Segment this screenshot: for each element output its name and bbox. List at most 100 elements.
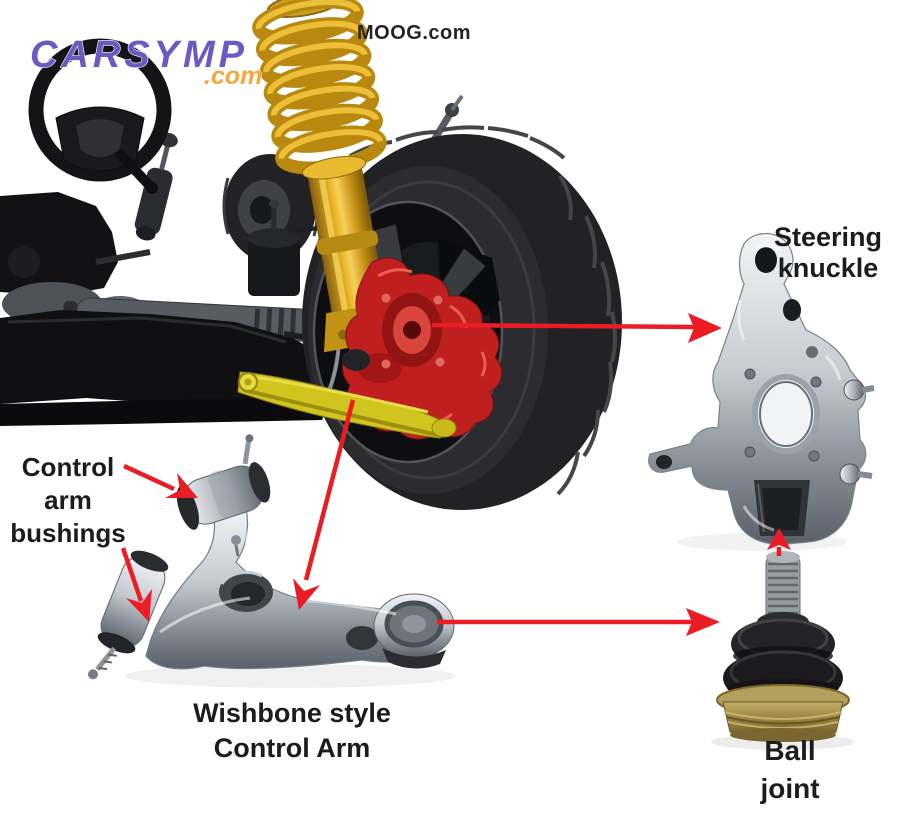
boss-under-slot [382,648,446,669]
label-line: Ball [764,735,816,766]
hub-center [403,321,421,339]
hub-bolt [744,446,756,458]
side-bolt-stud [857,471,873,479]
ball-joint-label: Ball joint [731,732,849,808]
arrow-line [431,322,695,330]
side-bolt [843,379,865,401]
label-line: knuckle [777,253,879,283]
control-arm-glint [247,374,429,414]
arrow-head [767,528,791,550]
wishbone-control-arm-part [88,434,455,688]
rack-boot-ridges [253,307,297,341]
bushing-stud [242,441,251,465]
knuckle-red-highlights [377,268,487,424]
base-rings-light [723,711,843,729]
control-arm-bottom-shade [243,388,443,438]
stud-threads [98,653,117,671]
lower-socket-inner [762,488,802,530]
rim-lip [312,200,504,464]
lug-stud [435,357,445,367]
label-line: Control [21,452,115,482]
top-bolt [806,346,818,358]
watermark-moog: MOOG.com [357,22,471,44]
wishbone-highlights [159,521,397,634]
engine-bay-mass [0,192,118,296]
engine-mount-cap [248,228,300,248]
lug-stud [381,359,391,369]
wishbone-control-arm-label: Wishbone style Control Arm [148,696,436,766]
logo-suffix: .com [204,62,262,90]
steering-column [114,148,154,190]
arm-outer-tip [431,418,457,438]
lower-control-arm-highlight-yellow [237,371,457,439]
arrow-arm-to-wishbone [293,399,356,610]
steering-knuckle-highlight-red [342,257,503,440]
ball-joint-part [711,551,855,750]
hub-bolt [810,376,822,388]
base-ring-dark [725,716,841,725]
bolt-detail [8,246,40,278]
hub-bolt [744,368,756,380]
control-arm-yellow-body [237,371,447,439]
front-subframe-photo [0,94,464,426]
arrow-head [126,589,152,622]
bushing-stud-tip [245,434,254,443]
arrow-bushings-lower [120,547,152,622]
axle-end-cap [342,349,370,371]
frame-end-hole [346,626,378,650]
base-bottom [730,728,836,742]
upper-eye-hole [755,247,777,273]
stud-top [766,551,800,563]
steering-knuckle-part [648,233,875,551]
steering-wheel-icon [28,38,172,182]
spindle-bore [752,374,820,454]
spring-coils-highlight [255,0,384,160]
spindle-bore-edge [759,381,813,447]
callout-arrows [120,313,791,636]
subframe-highlight [7,316,287,344]
label-line: bushings [10,518,126,548]
stud-threads [768,562,798,615]
background-tire-hub [250,196,274,224]
stud-tip [88,669,99,680]
arm-pivot-bolt-center [244,378,252,386]
lug-stud [381,293,391,303]
label-line: Steering [773,222,883,252]
hole-rim-highlight [220,570,263,585]
part-shadow [125,664,455,688]
arrow-head [686,608,720,636]
knuckle-part-highlights [737,244,842,532]
label-line: joint [760,773,820,804]
side-bolt [839,463,861,485]
arrow-head [688,313,722,343]
grease-fitting [231,535,241,545]
arrow-head [293,578,320,610]
engine-mount-cylinder [248,238,300,296]
site-logo: CARSYMP .com [28,33,263,194]
spring-seat-collar [301,155,367,180]
arrow-balljoint-to-knuckle [767,528,791,556]
steering-wheel-hub-pad [76,119,124,157]
bushing-washer-bottom [97,632,136,654]
link-rod [95,249,151,265]
label-line: Control Arm [213,733,371,763]
tire-tread-grooves [349,125,617,496]
hub-bolt [808,450,820,462]
subframe-skirt [0,398,332,426]
ball-socket-center [402,615,426,633]
strut-clamp [316,230,379,255]
arrow-head [165,473,198,498]
damper-body [134,167,173,235]
steering-knuckle-label: Steering knuckle [756,222,900,284]
logo-text: CARSYMP [30,34,248,76]
arrow-line [120,547,144,602]
bushing-stud [95,646,117,672]
left-arm-slot [656,455,672,469]
arrow-line [123,463,175,492]
control-arm-bushings-label: Control arm bushings [0,451,136,550]
bushing-washer-right [248,462,271,503]
mid-hole [783,299,801,321]
bushing-band [208,470,239,518]
